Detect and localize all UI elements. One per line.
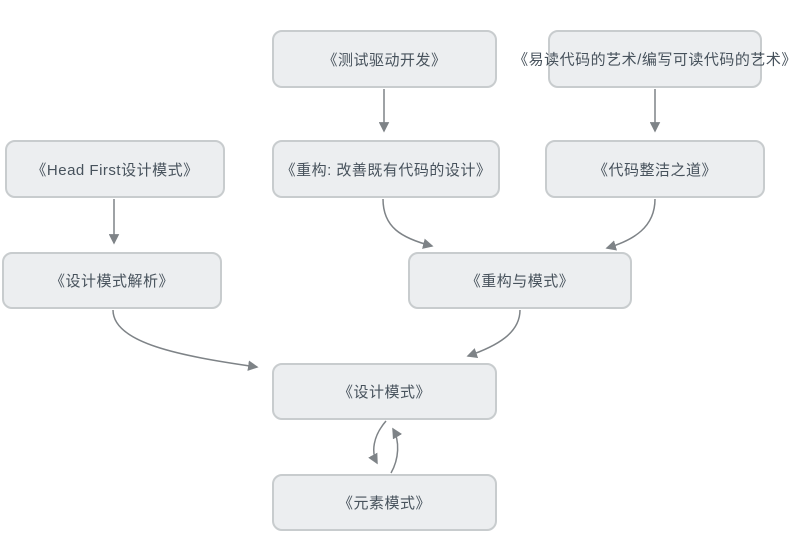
edge-refactoring-to-rtp	[382, 198, 434, 249]
node-elemental-patterns: 《元素模式》	[272, 474, 497, 531]
node-art-of-readable-code: 《易读代码的艺术/编写可读代码的艺术》	[513, 30, 796, 88]
node-refactoring-to-patterns-label: 《重构与模式》	[465, 273, 575, 290]
node-dp-explained-label: 《设计模式解析》	[49, 273, 174, 290]
edge-design-patterns-to-elemental	[368, 420, 387, 465]
node-head-first-dp: 《Head First设计模式》	[5, 140, 225, 198]
edge-elemental-to-design-patterns	[390, 427, 403, 474]
node-head-first-dp-label: 《Head First设计模式》	[31, 161, 199, 179]
edge-rtp-to-design-patterns	[466, 309, 521, 359]
node-tdd-label: 《测试驱动开发》	[322, 51, 447, 69]
node-refactoring: 《重构: 改善既有代码的设计》	[272, 140, 500, 198]
node-design-patterns: 《设计模式》	[272, 363, 497, 420]
node-dp-explained: 《设计模式解析》	[2, 252, 222, 309]
node-refactoring-label: 《重构: 改善既有代码的设计》	[280, 161, 492, 179]
edge-clean-code-to-rtp	[605, 198, 656, 251]
node-clean-code: 《代码整洁之道》	[545, 140, 765, 198]
node-refactoring-to-patterns: 《重构与模式》	[408, 252, 632, 309]
node-elemental-patterns-label: 《元素模式》	[337, 495, 431, 512]
node-clean-code-label: 《代码整洁之道》	[592, 161, 717, 179]
node-art-of-readable-code-label: 《易读代码的艺术/编写可读代码的艺术》	[513, 51, 797, 69]
edge-dp-explained-to-design-patterns	[112, 309, 259, 371]
node-tdd: 《测试驱动开发》	[272, 30, 497, 88]
node-design-patterns-label: 《设计模式》	[337, 384, 431, 401]
